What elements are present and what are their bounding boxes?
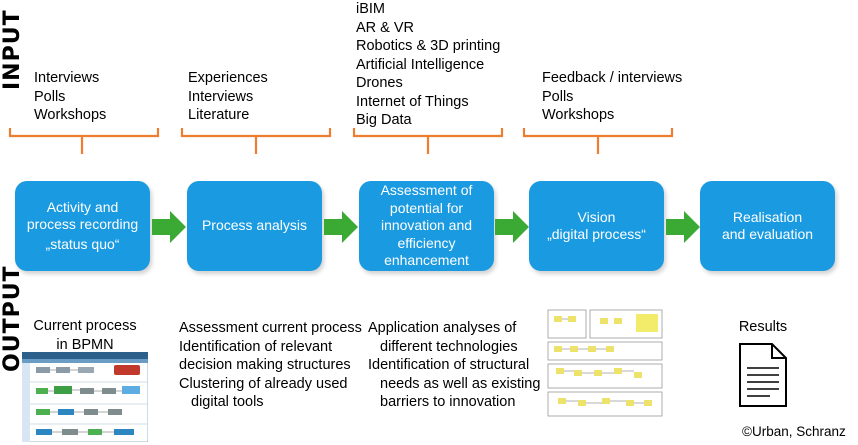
arrow-4-shape	[666, 211, 700, 243]
input-4-line: Polls	[542, 88, 574, 105]
input-3-line: Robotics & 3D printing	[356, 38, 501, 54]
arrow-1-shape	[152, 211, 186, 243]
output-2-line: Assessment current process	[179, 320, 362, 336]
step-realisation: Realisation and evaluation	[700, 181, 835, 271]
step-3-line: enhancement	[384, 252, 469, 269]
input-2-line: Interviews	[188, 88, 254, 105]
output-3-line: different technologies	[380, 338, 518, 355]
input-text-1: Interviews Polls Workshops	[34, 69, 106, 125]
output-2-line: digital tools	[191, 394, 264, 410]
step-vision: Vision „digital process“	[529, 181, 664, 271]
input-2-line: Experiences	[188, 70, 268, 86]
step-3-line: efficiency	[397, 234, 456, 251]
output-1-line: in BPMN	[56, 336, 114, 353]
input-1-line: Polls	[34, 88, 66, 105]
arrow-2	[324, 211, 358, 243]
brace-4-shape	[522, 128, 674, 154]
input-1-line: Interviews	[34, 70, 100, 86]
arrow-4	[666, 211, 700, 243]
brace-2-shape	[180, 128, 332, 154]
input-3-line: Big Data	[356, 112, 412, 128]
step-1-line: Activity and	[46, 198, 119, 215]
input-1-line: Workshops	[34, 107, 107, 123]
output-text-3: Application analyses of different techno…	[368, 319, 540, 412]
step-4-line: Vision	[577, 208, 616, 225]
input-text-3: iBIM AR & VR Robotics & 3D printing Arti…	[356, 0, 500, 130]
step-assessment-potential: Assessment of potential for innovation a…	[359, 181, 494, 271]
brace-4	[522, 128, 674, 154]
input-text-2: Experiences Interviews Literature	[188, 69, 268, 125]
step-4-line: „digital process“	[547, 226, 646, 242]
input-4-line: Feedback / interviews	[542, 70, 683, 86]
output-3-line: barriers to innovation	[380, 394, 516, 410]
step-3-line: potential for	[389, 199, 464, 216]
output-3-line: needs as well as existing	[380, 375, 541, 392]
step-activity-recording: Activity and process recording „status q…	[15, 181, 150, 271]
brace-3-shape	[352, 128, 504, 154]
output-3-line: Identification of structural	[368, 357, 530, 373]
output-3-line: Application analyses of	[368, 320, 517, 336]
bpmn-diagram-thumbnail	[22, 352, 148, 442]
arrow-3-shape	[495, 211, 529, 243]
document-icon	[739, 343, 787, 407]
brace-2	[180, 128, 332, 154]
input-4-line: Workshops	[542, 107, 615, 123]
output-text-4: Results	[728, 318, 798, 337]
output-4-line: Results	[738, 319, 788, 335]
brace-1-shape	[8, 128, 160, 154]
process-model-thumbnail	[544, 308, 666, 418]
step-1-line: process recording	[26, 216, 139, 233]
arrow-3	[495, 211, 529, 243]
arrow-1	[152, 211, 186, 243]
step-1-line: „status quo“	[45, 235, 120, 252]
copyright-credit: ©Urban, Schranz	[742, 424, 846, 439]
input-text-4: Feedback / interviews Polls Workshops	[542, 69, 682, 125]
step-5-line: Realisation	[732, 208, 803, 225]
input-side-label: INPUT	[0, 9, 25, 90]
step-2-line: Process analysis	[201, 217, 308, 234]
step-3-line: innovation and	[380, 217, 473, 234]
step-5-line: and evaluation	[721, 226, 814, 242]
brace-1	[8, 128, 160, 154]
output-text-1: Current process in BPMN	[30, 317, 140, 354]
input-3-line: Internet of Things	[356, 93, 469, 110]
input-3-line: Artificial Intelligence	[356, 56, 485, 73]
step-process-analysis: Process analysis	[187, 181, 322, 271]
arrow-2-shape	[324, 211, 358, 243]
output-2-line: Clustering of already used	[179, 375, 348, 392]
brace-3	[352, 128, 504, 154]
output-text-2: Assessment current process Identificatio…	[179, 319, 362, 412]
input-3-line: iBIM	[356, 1, 385, 17]
input-2-line: Literature	[188, 107, 250, 123]
input-3-line: Drones	[356, 75, 403, 91]
input-3-line: AR & VR	[356, 19, 415, 36]
output-1-line: Current process	[33, 318, 137, 334]
step-3-line: Assessment of	[380, 182, 473, 199]
output-2-line: Identification of relevant	[179, 338, 333, 355]
output-2-line: decision making structures	[179, 357, 351, 373]
